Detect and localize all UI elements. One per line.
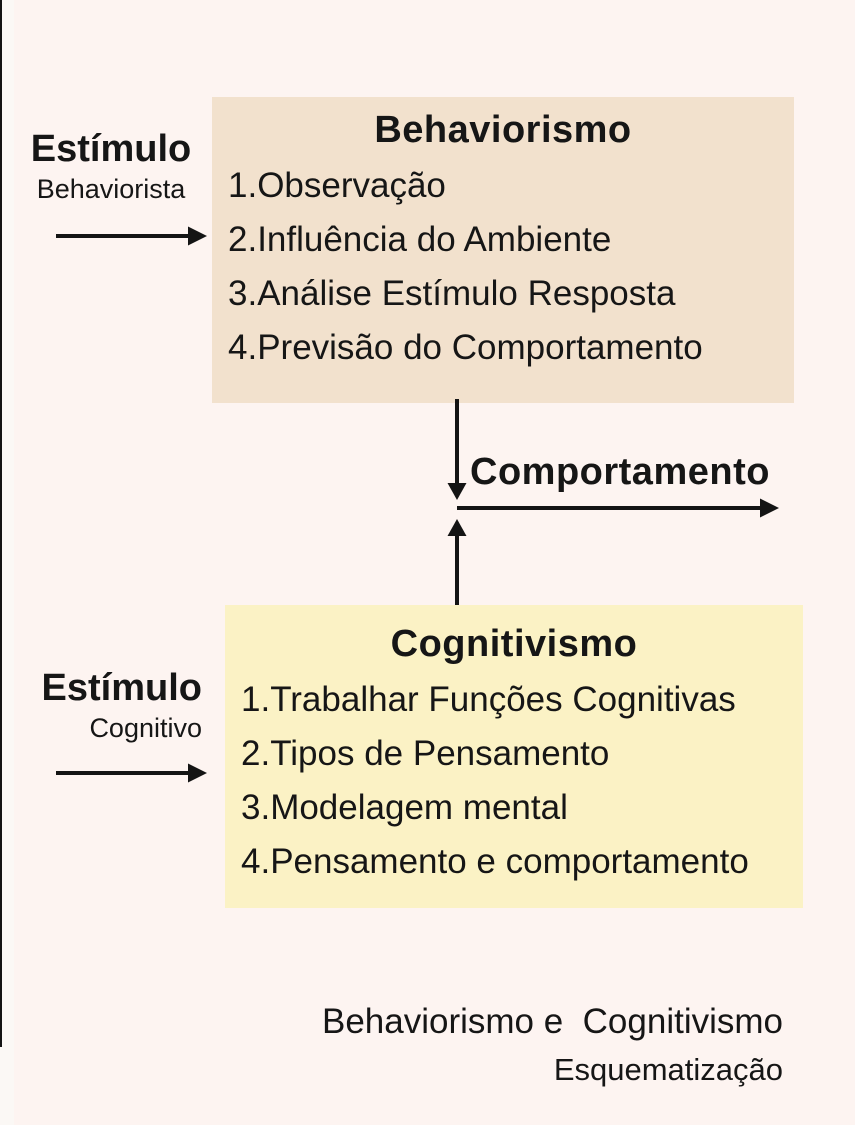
- stimulus-cognitive-subtitle: Cognitivo: [89, 713, 202, 743]
- arrow-up-icon: [447, 519, 467, 620]
- list-item: 4.Previsão do Comportamento: [228, 328, 703, 367]
- behaviorism-list: 1.Observação 2.Influência do Ambiente 3.…: [212, 159, 794, 375]
- caption-title: Behaviorismo e Cognitivismo: [321, 1002, 783, 1041]
- list-item: 3.Modelagem mental: [241, 788, 568, 827]
- cognitivism-box-title: Cognitivismo: [390, 623, 638, 665]
- left-edge-line: [0, 0, 2, 1047]
- list-item: 2.Tipos de Pensamento: [241, 734, 610, 773]
- list-item: 2.Influência do Ambiente: [228, 220, 612, 259]
- arrow-right-icon: [56, 763, 207, 783]
- stimulus-cognitive-title: Estímulo: [41, 667, 202, 709]
- list-item: 3.Análise Estímulo Resposta: [228, 274, 676, 313]
- cognitivism-box: Cognitivismo 1.Trabalhar Funções Cogniti…: [225, 605, 803, 908]
- comportamento-label: Comportamento: [470, 451, 770, 493]
- list-item: 1.Observação: [228, 166, 446, 205]
- stimulus-behaviorist-group: Estímulo Behaviorista: [20, 126, 202, 206]
- behaviorism-box: Behaviorismo 1.Observação 2.Influência d…: [212, 97, 794, 403]
- behaviorism-box-title: Behaviorismo: [374, 109, 632, 151]
- arrow-right-long-icon: [457, 498, 779, 518]
- stimulus-cognitive-group: Estímulo Cognitivo: [20, 665, 202, 745]
- arrow-down-icon: [447, 399, 467, 500]
- list-item: 1.Trabalhar Funções Cognitivas: [241, 680, 736, 719]
- stimulus-behaviorist-title: Estímulo: [30, 128, 192, 170]
- list-item: 4.Pensamento e comportamento: [241, 842, 749, 881]
- diagram-caption: Behaviorismo e Cognitivismo Esquematizaç…: [322, 1000, 783, 1090]
- arrow-right-icon: [56, 226, 207, 246]
- stimulus-behaviorist-subtitle: Behaviorista: [36, 174, 186, 204]
- left-scan-band: [0, 0, 14, 1125]
- cognitivism-list: 1.Trabalhar Funções Cognitivas 2.Tipos d…: [225, 673, 803, 889]
- caption-subtitle: Esquematização: [553, 1052, 783, 1087]
